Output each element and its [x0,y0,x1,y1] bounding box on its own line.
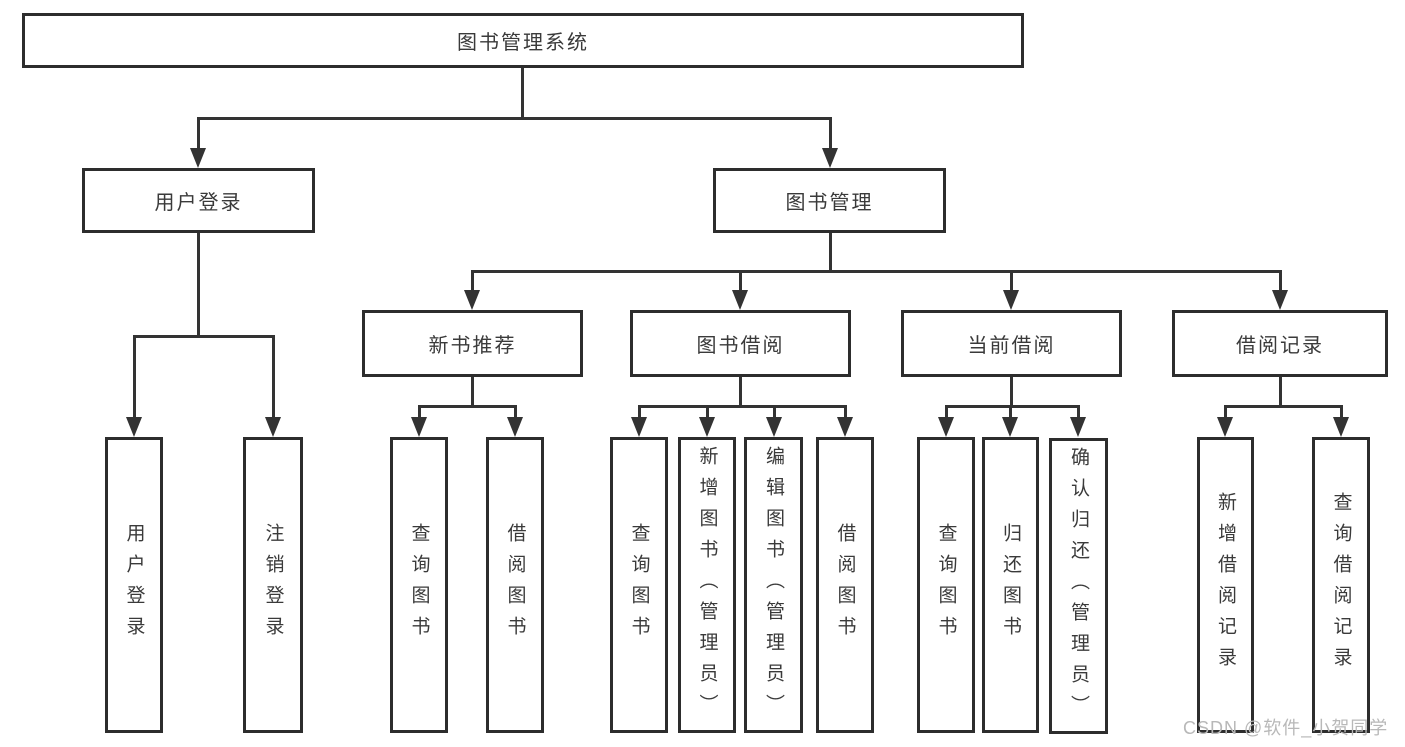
connector-vline [739,375,742,405]
leaf-bb-borrow-books-label: 借阅图书 [834,523,856,647]
connector-vline [272,335,275,419]
arrowhead-icon [1070,417,1086,437]
arrowhead-icon [1272,290,1288,310]
node-book-borrowing-label: 图书借阅 [696,335,785,357]
node-user-login: 用户登录 [82,168,315,233]
node-borrowing-records-label: 借阅记录 [1236,335,1324,357]
connector-vline [773,405,776,419]
arrowhead-icon [1002,417,1018,437]
arrowhead-icon [190,148,206,168]
node-book-management-label: 图书管理 [785,192,874,214]
connector-hline [1224,405,1343,408]
connector-vline [514,405,517,419]
leaf-nbr-query-books: 查询图书 [390,437,448,733]
node-new-book-recommend: 新书推荐 [362,310,583,377]
connector-vline [1010,375,1013,405]
leaf-bb-query-books: 查询图书 [610,437,668,733]
leaf-cb-return-books-label: 归还图书 [1000,523,1021,647]
leaf-bb-edit-book-admin: 编辑图书（管理员） [744,437,803,733]
node-root: 图书管理系统 [22,13,1024,68]
arrowhead-icon [507,417,523,437]
leaf-nbr-borrow-books-label: 借阅图书 [504,523,526,647]
arrowhead-icon [938,417,954,437]
csdn-watermark: CSDN @软件_小贺同学 [1183,718,1389,738]
connector-hline [471,270,1281,273]
arrowhead-icon [631,417,647,437]
arrowhead-icon [464,290,480,310]
leaf-bb-borrow-books: 借阅图书 [816,437,874,733]
connector-vline [1077,405,1080,419]
arrowhead-icon [822,148,838,168]
connector-hline [133,335,274,338]
arrowhead-icon [732,290,748,310]
leaf-bb-add-book-admin-label: 新增图书（管理员） [696,445,718,725]
connector-vline [638,405,641,419]
node-borrowing-records: 借阅记录 [1172,310,1388,377]
node-new-book-recommend-label: 新书推荐 [428,335,517,357]
arrowhead-icon [126,417,142,437]
node-book-borrowing: 图书借阅 [630,310,851,377]
connector-hline [197,117,832,120]
connector-vline [471,270,474,292]
connector-vline [829,117,832,150]
node-root-label: 图书管理系统 [457,32,589,54]
arrowhead-icon [699,417,715,437]
leaf-nbr-borrow-books: 借阅图书 [486,437,544,733]
leaf-cb-confirm-return-admin: 确认归还（管理员） [1049,438,1108,734]
leaf-bb-query-books-label: 查询图书 [628,523,650,647]
connector-hline [638,405,846,408]
leaf-cb-query-books: 查询图书 [917,437,975,733]
connector-vline [1224,405,1227,419]
leaf-br-add-record-label: 新增借阅记录 [1215,492,1236,678]
leaf-nbr-query-books-label: 查询图书 [408,523,430,647]
node-user-login-label: 用户登录 [154,192,243,214]
connector-vline [945,405,948,419]
connector-vline [521,68,524,117]
leaf-user-login: 用户登录 [105,437,163,733]
arrowhead-icon [837,417,853,437]
node-current-borrowing: 当前借阅 [901,310,1122,377]
leaf-cb-confirm-return-admin-label: 确认归还（管理员） [1068,446,1089,726]
connector-vline [418,405,421,419]
arrowhead-icon [766,417,782,437]
connector-vline [844,405,847,419]
arrowhead-icon [1003,290,1019,310]
connector-hline [945,405,1079,408]
connector-vline [1279,375,1282,405]
node-book-management: 图书管理 [713,168,946,233]
leaf-br-query-record: 查询借阅记录 [1312,437,1370,733]
leaf-cb-query-books-label: 查询图书 [935,523,957,647]
arrowhead-icon [1217,417,1233,437]
node-current-borrowing-label: 当前借阅 [967,335,1056,357]
leaf-bb-add-book-admin: 新增图书（管理员） [678,437,736,733]
arrowhead-icon [265,417,281,437]
leaf-logout: 注销登录 [243,437,303,733]
connector-vline [1009,405,1012,419]
leaf-br-query-record-label: 查询借阅记录 [1330,492,1352,678]
leaf-logout-label: 注销登录 [262,523,284,647]
leaf-br-add-record: 新增借阅记录 [1197,437,1254,733]
leaf-cb-return-books: 归还图书 [982,437,1039,733]
connector-vline [829,231,832,270]
arrowhead-icon [411,417,427,437]
leaf-user-login-label: 用户登录 [123,523,145,647]
connector-vline [133,335,136,419]
connector-hline [418,405,516,408]
connector-vline [739,270,742,292]
connector-vline [1340,405,1343,419]
connector-vline [706,405,709,419]
connector-vline [197,231,200,335]
arrowhead-icon [1333,417,1349,437]
connector-vline [1010,270,1013,292]
connector-vline [1279,270,1282,292]
connector-vline [197,117,200,150]
connector-vline [471,375,474,405]
leaf-bb-edit-book-admin-label: 编辑图书（管理员） [763,445,784,725]
